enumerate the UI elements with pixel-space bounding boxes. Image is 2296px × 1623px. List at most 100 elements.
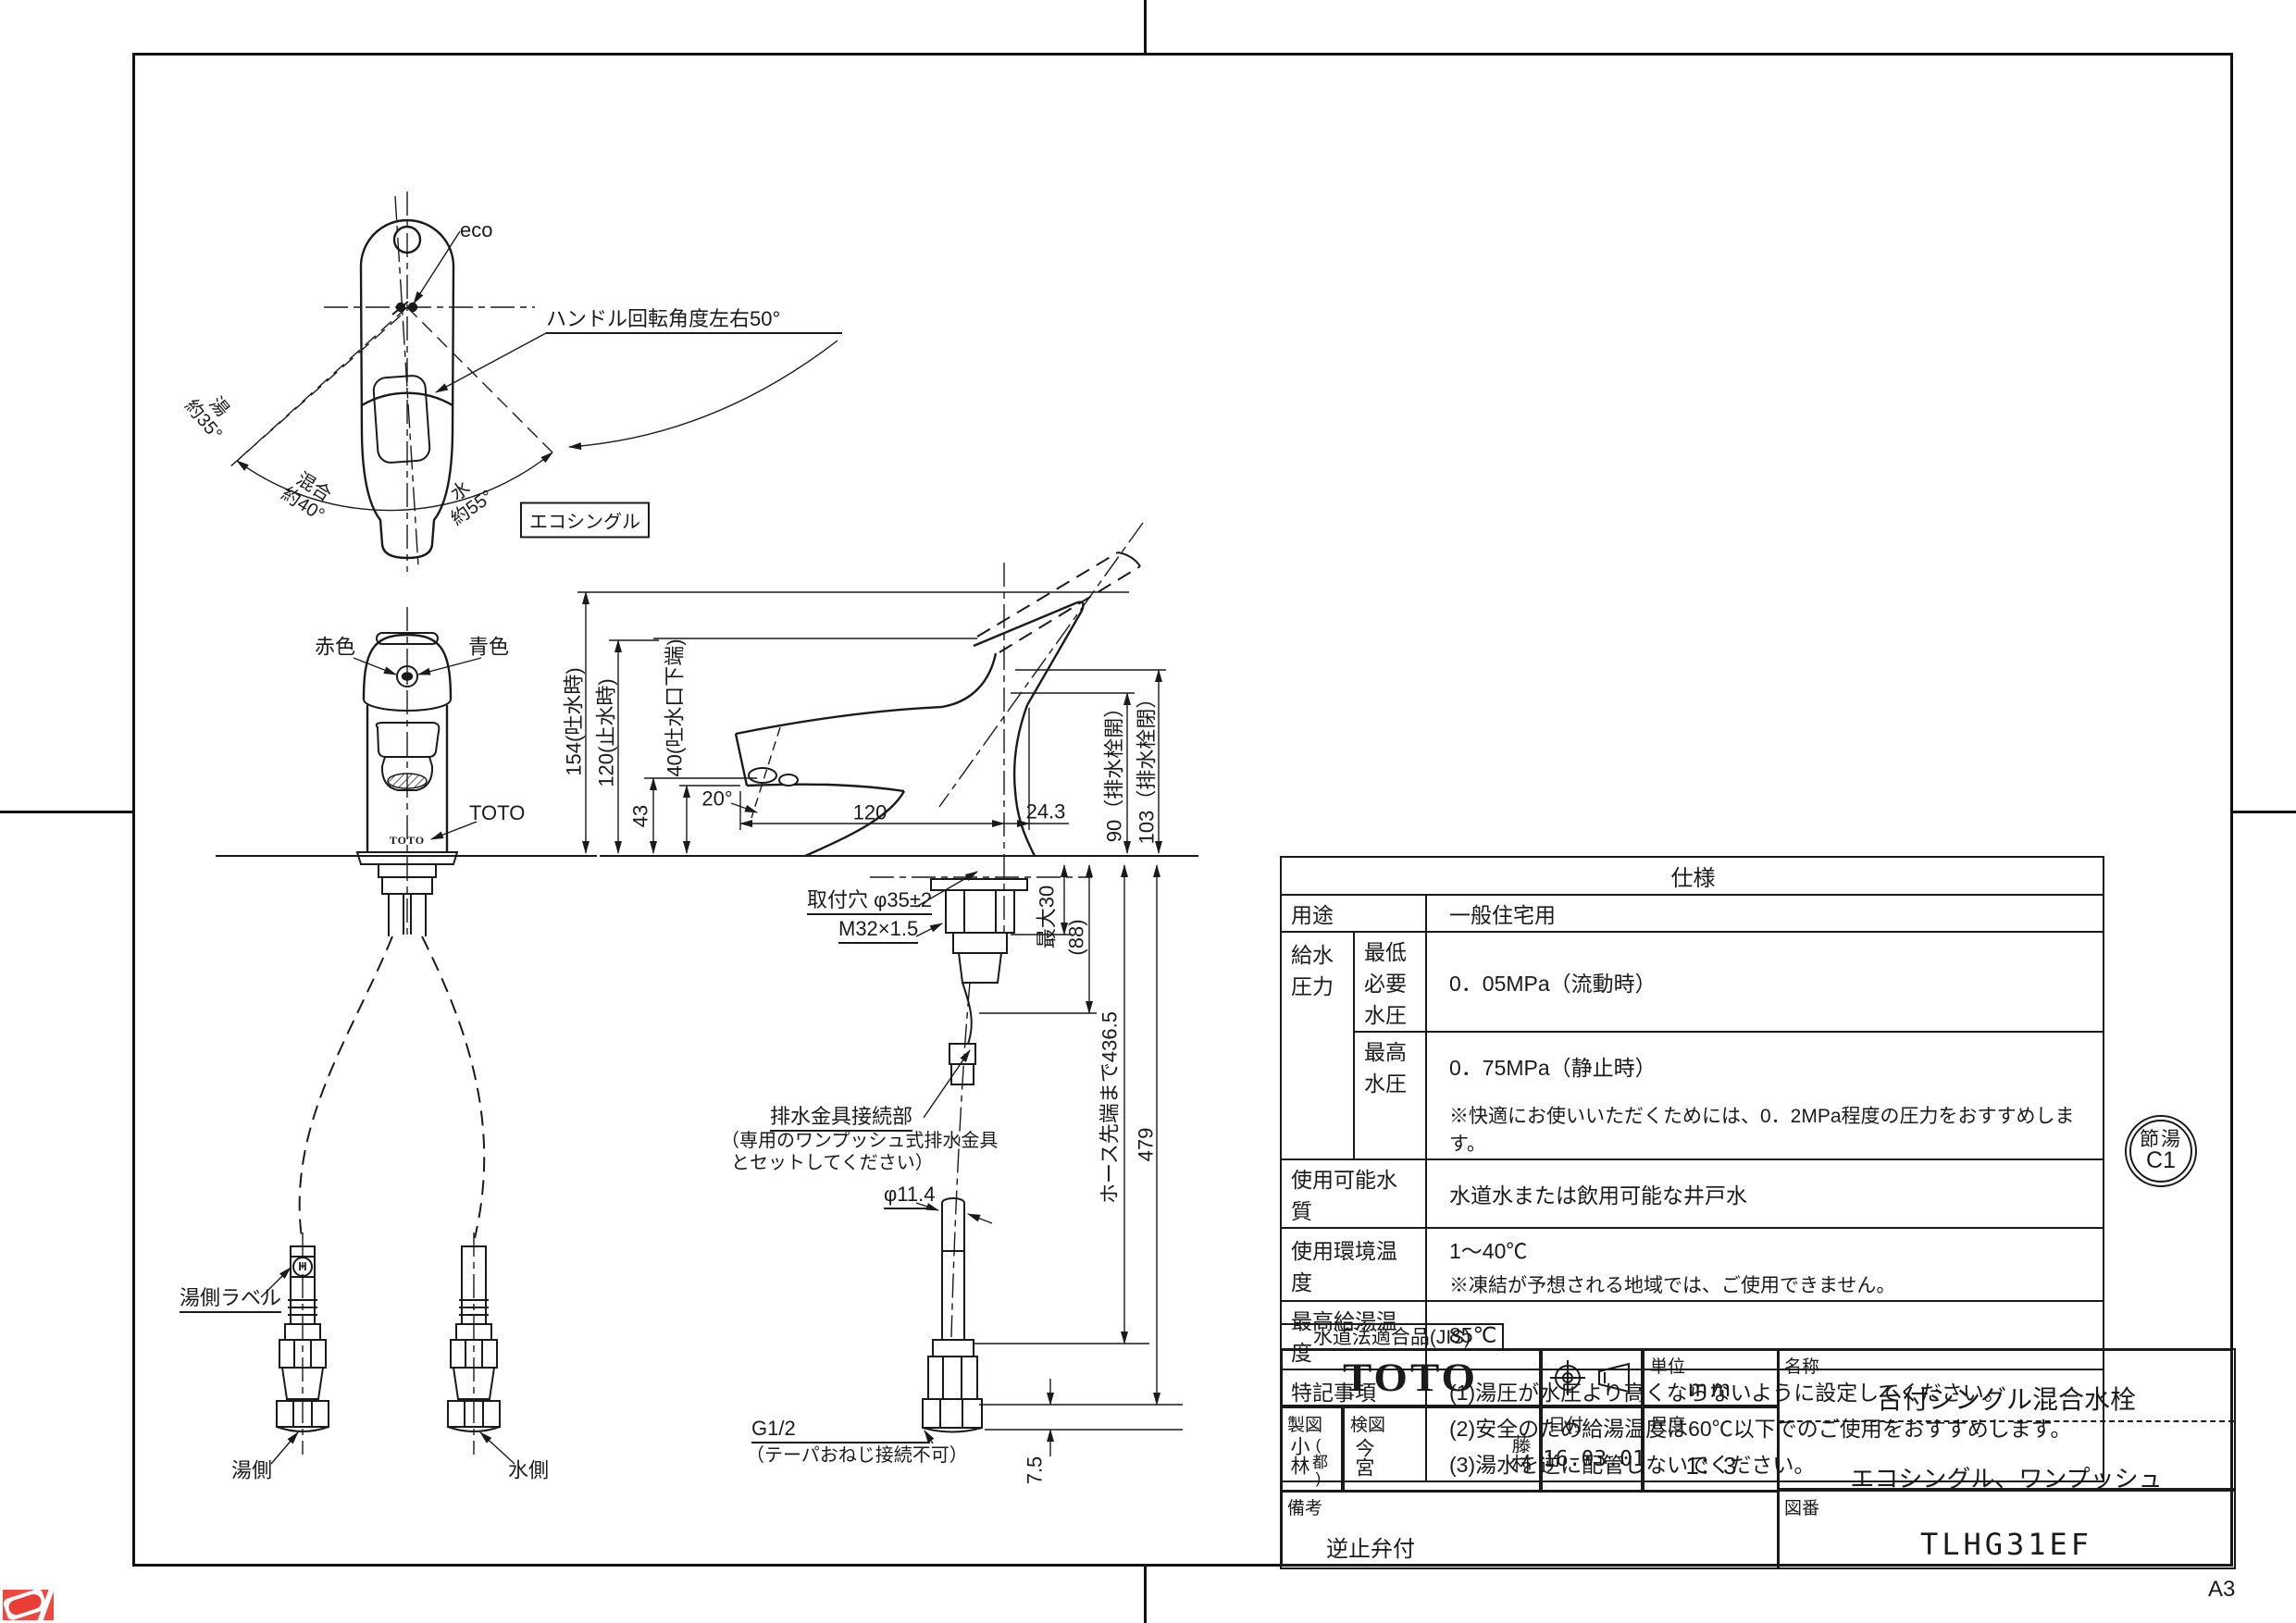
dia-11-4-label: φ11.4 [884,1183,936,1210]
side-view-dimensions [577,591,1183,1456]
usage-value: 一般住宅用 [1424,894,2105,933]
mount-hole-label: 取付穴 φ35±2 [807,888,933,916]
dim-43-label: 43 [628,804,652,828]
front-view-outline [216,632,597,936]
dwg-no-value: TLHG31EF [1919,1527,2093,1562]
drain-note-line1: 排水金具接続部 [770,1105,913,1133]
max-pressure-label: 最高水圧 [1353,1031,1427,1099]
table-row: 使用環境温度 1～40℃ ※凍結が予想される地域では、ご使用できません。 [1280,1227,2105,1302]
hot-side-label-note: 湯側ラベル [180,1286,282,1314]
blue-color-label: 青色 [467,635,510,659]
front-view-leaders [353,607,482,939]
hose-tip-label: ホース先端まで436.5 [1098,1011,1122,1204]
pressure-note: ※快適にお使いいただくためには、0．2MPa程度の圧力をおすすめします。 [1424,1099,2105,1160]
front-view-hoses-dashed [298,935,486,1239]
center-mark-left [0,811,132,813]
dim-7-5-label: 7.5 [1023,1456,1047,1485]
projection-symbol [1541,1348,1643,1406]
hot-mark-icon: H [292,1257,313,1277]
env-temp-label: 使用環境温度 [1280,1227,1427,1302]
dim-40-label: 40(吐水口下端) [663,638,687,777]
checker-label: 検図 [1350,1416,1386,1435]
thread-label: M32×1.5 [838,917,919,945]
side-view-lever-raised-dashed [751,551,1141,819]
toto-callout-label: TOTO [469,801,526,824]
max-temp-value: 85℃ [1424,1300,2105,1370]
body-logo: TOTO [389,834,426,848]
side-view-outline [600,601,1198,858]
center-mark-top [1144,0,1147,53]
env-temp-value: 1～40℃ [1449,1239,1528,1263]
unit-value: mm [1688,1376,1734,1402]
side-view-centerlines [870,522,1144,1338]
top-view-angle-rays [228,306,553,469]
min-pressure-value: 0．05MPa（流動時） [1424,931,2105,1033]
title-block: TOTO 単位 mm 名称 台付シングル混合水栓 エコシングル、ワンプッシュ 製… [1280,1348,2236,1569]
table-row: 最高給湯温度 85℃ [1280,1300,2105,1370]
eco-label: eco [460,218,493,242]
scale-label: 尺度 [1650,1416,1686,1435]
max-pressure-value: 0．75MPa（静止時） [1424,1031,2105,1099]
badge-line2: C1 [2146,1147,2176,1173]
top-view-arcs-leaders [236,230,838,512]
top-view-centerlines [324,192,535,572]
product-name: 台付シングル混合水栓 [1876,1385,2136,1414]
dim-479-label: 479 [1134,1127,1158,1162]
env-temp-note: ※凍結が予想される地域では、ご使用できません。 [1449,1275,1896,1296]
jis-compliance-tab: 水道法適合品(JIS) [1280,1323,1504,1350]
drain-note-line3: とセットしてください） [731,1153,934,1173]
eco-single-box: エコシングル [520,502,650,539]
note-3: (3)湯水を逆に配管しないでください。 [1449,1453,1816,1477]
checker-name: 今宮 [1353,1438,1374,1477]
dwg-no-label: 図番 [1784,1499,1820,1518]
third-angle-projection-icon [1550,1359,1630,1395]
table-row: 使用可能水質 水道水または飲用可能な井戸水 [1280,1158,2105,1229]
date-label: 日付 [1548,1416,1584,1435]
usage-label: 用途 [1280,894,1427,933]
hot-connector [276,1245,329,1432]
g-half-label: G1/2 [751,1417,930,1444]
dim-24-3-label: 24.3 [1025,799,1066,824]
max-temp-label: 最高給湯温度 [1280,1300,1427,1370]
scale-value: 1：3 [1685,1452,1737,1480]
hot-side-label: 湯側 [230,1458,273,1482]
handle-rotation-label: ハンドル回転角度左右50° [546,307,842,335]
red-color-label: 赤色 [314,635,356,659]
center-mark-right [2233,811,2296,813]
spec-table: 仕様 用途 一般住宅用 給水圧力 最低必要水圧 0．05MPa（流動時） 最高水… [1279,856,2105,1482]
drafter-subname: (都) [1309,1436,1327,1487]
dim-120v-label: 120(止水時) [594,678,618,787]
water-side-label: 水側 [507,1458,550,1482]
drain-note-line2: （専用のワンプッシュ式排水金具 [721,1131,999,1151]
unit-label: 単位 [1650,1357,1686,1377]
g-half-note-label: （テーパおねじ接続不可） [746,1445,968,1466]
table-row: 給水圧力 最低必要水圧 0．05MPa（流動時） [1280,931,2105,1160]
dim-90-label: 90（排水栓開） [1102,697,1126,843]
checker-name-2: 藤村 [1509,1434,1531,1473]
remarks-label: 備考 [1287,1499,1323,1518]
table-row: 用途 一般住宅用 [1280,894,2105,933]
dim-103-label: 103（排水栓閉） [1135,688,1159,845]
drawing-frame [132,53,2233,1567]
corner-app-icon [3,1590,54,1620]
dim-88-label: (88) [1064,919,1088,956]
drafter-label: 製図 [1287,1416,1323,1435]
min-pressure-label: 最低必要水圧 [1353,931,1427,1033]
quality-label: 使用可能水質 [1280,1158,1427,1229]
water-saving-badge: 節湯 C1 [2125,1115,2197,1187]
notes-label: 特記事項 [1280,1369,1427,1482]
angle-20-label: 20° [701,787,733,811]
max-30-label: 最大30 [1035,885,1059,949]
table-row: 最高水圧 0．75MPa（静止時） [1281,1031,2105,1099]
remarks-value: 逆止弁付 [1326,1537,1415,1562]
name-label: 名称 [1784,1357,1820,1377]
dim-120h-label: 120 [852,800,887,824]
connector-leaders [260,1233,515,1465]
product-subname: エコシングル、ワンプッシュ [1850,1465,2163,1493]
date-value: 16.03.01 [1543,1447,1645,1471]
quality-value: 水道水または飲用可能な井戸水 [1424,1158,2105,1229]
brand-logo: TOTO [1342,1355,1479,1400]
sheet-size-label: A3 [2208,1577,2236,1602]
